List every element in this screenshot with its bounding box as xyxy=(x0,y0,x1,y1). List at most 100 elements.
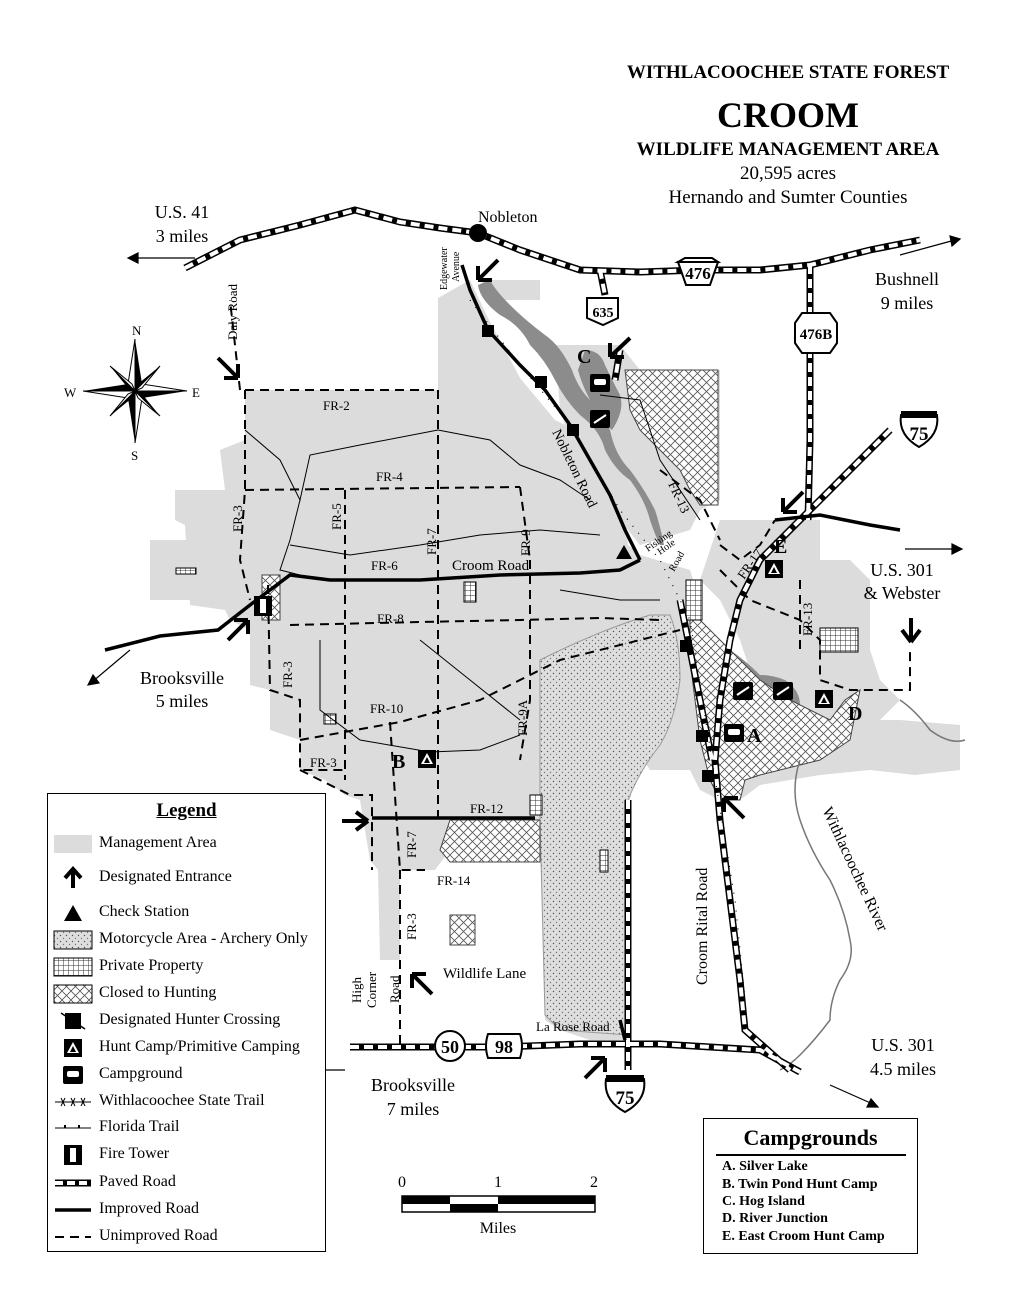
forest-road-labels: FR-2 FR-3 FR-3 FR-3 FR-3 FR-4 FR-5 FR-6 … xyxy=(230,398,815,940)
fr10-label: FR-10 xyxy=(370,701,403,716)
legend-label: Fire Tower xyxy=(99,1145,170,1162)
fr3a-label: FR-3 xyxy=(230,505,245,532)
campground-item: C. Hog Island xyxy=(722,1194,805,1209)
fr7b-label: FR-7 xyxy=(404,831,419,858)
campgrounds-panel: Campgrounds A. Silver Lake B. Twin Pond … xyxy=(703,1118,918,1254)
shield-i75-north xyxy=(899,411,939,449)
unimproved-roads xyxy=(229,299,911,1047)
label-brooksville-n: Brooksville xyxy=(140,668,224,688)
campground-item: E. East Croom Hunt Camp xyxy=(722,1229,885,1244)
legend-item-hunt-camp: Hunt Camp/Primitive Camping xyxy=(48,1036,325,1060)
fr8-label: FR-8 xyxy=(377,611,404,626)
florida-trail xyxy=(244,394,701,753)
shield-cr476b-label: 476B xyxy=(800,327,833,343)
legend-label: Check Station xyxy=(99,903,190,920)
legend-label: Closed to Hunting xyxy=(99,984,217,1001)
label-edgewater: Edgewater xyxy=(439,247,450,290)
label-avenue: Avenue xyxy=(451,251,462,282)
designated-entrance-arrows xyxy=(216,258,922,1080)
fr3d-label: FR-3 xyxy=(404,913,419,940)
compass-s-label: S xyxy=(131,448,138,463)
hunt-camp-icons xyxy=(418,560,833,768)
fr5-label: FR-5 xyxy=(329,503,344,530)
campground-item: D. River Junction xyxy=(722,1211,828,1226)
legend-label: Unimproved Road xyxy=(99,1227,218,1244)
legend-label: Management Area xyxy=(99,834,217,851)
fr9-label: FR-9 xyxy=(518,529,533,556)
fr12-label: FR-12 xyxy=(470,801,503,816)
shield-sr50 xyxy=(434,1030,466,1062)
campground-icons xyxy=(590,374,793,742)
legend-item-unimproved-road: Unimproved Road xyxy=(48,1225,325,1249)
improved-road-icon xyxy=(55,1208,91,1212)
compass-n-label: N xyxy=(132,323,142,338)
shield-cr635 xyxy=(586,297,619,327)
map-title: CROOM xyxy=(717,95,859,135)
legend-item-florida-trail: Florida Trail xyxy=(48,1116,325,1140)
closed-to-hunting-swatch xyxy=(53,984,93,1004)
label-us41-dist: 3 miles xyxy=(156,226,209,246)
legend-item-state-trail: Withlacoochee State Trail xyxy=(48,1090,325,1114)
shield-i75-south-label: 75 xyxy=(616,1088,635,1109)
fire-tower-icon xyxy=(254,596,272,616)
label-croom-road: Croom Road xyxy=(452,558,530,574)
check-station-marker xyxy=(616,545,632,559)
shield-cr635-label: 635 xyxy=(593,306,614,321)
label-nobleton: Nobleton xyxy=(478,209,538,226)
campgrounds-title: Campgrounds xyxy=(743,1125,878,1150)
camp-letter-b: B xyxy=(392,751,405,773)
scale-1-label: 1 xyxy=(494,1174,502,1191)
legend-item-hunter-crossing: Designated Hunter Crossing xyxy=(48,1009,325,1033)
scale-unit-label: Miles xyxy=(480,1220,516,1237)
campground-item: A. Silver Lake xyxy=(722,1159,808,1174)
legend-label: Paved Road xyxy=(99,1173,176,1190)
hunt-camp-icon xyxy=(64,1039,82,1057)
camp-letter-a: A xyxy=(747,725,762,747)
label-bushnell: Bushnell xyxy=(875,269,939,289)
area-type-title: WILDLIFE MANAGEMENT AREA xyxy=(636,139,940,160)
label-high-corner-road: Road xyxy=(387,975,402,1003)
legend-title: Legend xyxy=(156,800,217,821)
legend-panel: Legend Management Area Designated Entran… xyxy=(47,793,326,1252)
unimproved-road-icon xyxy=(55,1236,91,1238)
camp-letter-d: D xyxy=(848,703,862,725)
scale-0-label: 0 xyxy=(398,1174,406,1191)
legend-item-check-station: Check Station xyxy=(48,901,325,925)
motorcycle-area-swatch xyxy=(53,930,93,950)
shield-sr476 xyxy=(674,257,722,286)
legend-label: Withlacoochee State Trail xyxy=(99,1092,265,1109)
label-bushnell-dist: 9 miles xyxy=(881,293,934,313)
legend-item-paved-road: Paved Road xyxy=(48,1171,325,1195)
campground-icon xyxy=(63,1066,83,1084)
campground-letters: A B C D E xyxy=(392,346,862,773)
label-us301-webster: U.S. 301 xyxy=(870,560,934,580)
label-withlacoochee-river: Withlacoochee River xyxy=(818,805,891,935)
legend-item-management-area: Management Area xyxy=(48,832,325,856)
private-property-swatch xyxy=(53,957,93,977)
legend-item-closed-to-hunting: Closed to Hunting xyxy=(48,982,325,1006)
legend-item-fire-tower: Fire Tower xyxy=(48,1143,325,1167)
legend-label: Improved Road xyxy=(99,1200,199,1217)
camp-letter-e: E xyxy=(774,536,787,558)
label-wildlife-lane: Wildlife Lane xyxy=(443,966,526,982)
legend-item-improved-road: Improved Road xyxy=(48,1198,325,1222)
camp-letter-c: C xyxy=(577,346,591,368)
fr7a-label: FR-7 xyxy=(424,528,439,555)
legend-item-designated-entrance: Designated Entrance xyxy=(48,866,325,890)
scale-bar xyxy=(401,1195,596,1213)
label-high: High xyxy=(349,977,364,1004)
campgrounds-divider xyxy=(716,1154,906,1156)
legend-label: Florida Trail xyxy=(99,1118,180,1135)
fr3c-label: FR-3 xyxy=(310,755,337,770)
check-station-icon xyxy=(64,905,82,921)
compass-e-label: E xyxy=(192,385,200,400)
shield-i75-south xyxy=(604,1075,646,1114)
forest-title: WITHLACOOCHEE STATE FOREST xyxy=(626,62,950,83)
label-brooksville-n-dist: 5 miles xyxy=(156,691,209,711)
hunter-crossings xyxy=(482,325,714,782)
fr14-label: FR-14 xyxy=(437,873,471,888)
fr2-label: FR-2 xyxy=(323,398,350,413)
motorcycle-area xyxy=(539,614,681,1036)
campground-item: B. Twin Pond Hunt Camp xyxy=(722,1177,878,1192)
label-la-rose-road: La Rose Road xyxy=(536,1019,610,1034)
